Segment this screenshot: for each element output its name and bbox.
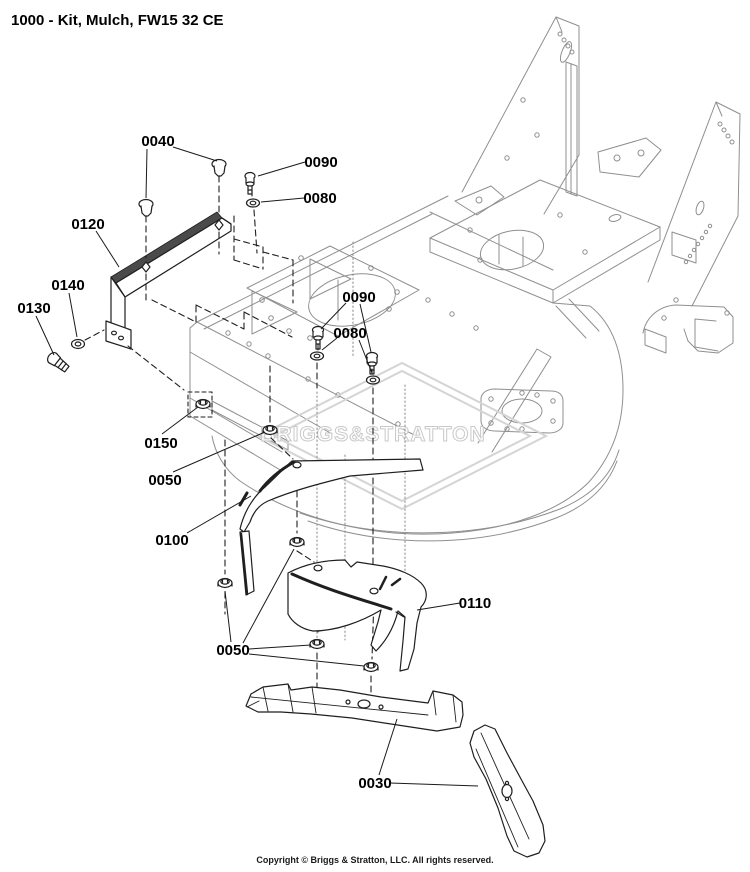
part-blade-0030-left	[245, 683, 464, 732]
part-screw-0090-mid-a	[311, 325, 325, 350]
frame-right-tower	[647, 101, 741, 321]
frame-left-tower	[461, 16, 580, 215]
spindle-plate-left	[246, 245, 420, 341]
callout-0150[interactable]: 0150	[144, 435, 177, 452]
watermark-text: BRIGGS&STRATTON	[260, 423, 485, 446]
callout-0050-lower[interactable]: 0050	[216, 642, 249, 659]
copyright-notice: Copyright © Briggs & Stratton, LLC. All …	[256, 855, 494, 865]
leader-lines	[35, 146, 479, 787]
watermark-logo-outline	[255, 361, 549, 511]
callout-0030[interactable]: 0030	[358, 775, 391, 792]
part-nut-0050-4	[309, 638, 325, 650]
part-washer-0080-mid-b	[365, 375, 381, 385]
rear-mount-bracket	[642, 304, 734, 354]
page-title: 1000 - Kit, Mulch, FW15 32 CE	[11, 12, 224, 29]
callout-0110[interactable]: 0110	[459, 595, 492, 612]
callout-0090-top[interactable]: 0090	[304, 154, 337, 171]
alignment-dotted-lines	[316, 241, 406, 641]
part-mulch-baffle-0100	[238, 458, 424, 596]
callout-0130[interactable]: 0130	[17, 300, 50, 317]
part-cover-bracket-0120	[105, 211, 232, 350]
chassis-frame-art	[189, 16, 741, 542]
callout-0080-mid[interactable]: 0080	[333, 325, 366, 342]
callout-0080-top[interactable]: 0080	[303, 190, 336, 207]
part-washer-0080-top	[245, 198, 261, 208]
part-screw-0040-a	[138, 198, 154, 217]
part-mulch-baffle-0110	[287, 559, 427, 672]
part-screw-0090-mid-b	[365, 351, 379, 375]
callout-0040[interactable]: 0040	[141, 133, 174, 150]
callout-0140[interactable]: 0140	[51, 277, 84, 294]
part-screw-0090-top	[244, 171, 256, 195]
deck-drum	[211, 302, 624, 542]
callout-0090-mid[interactable]: 0090	[342, 289, 375, 306]
callout-0120[interactable]: 0120	[71, 216, 104, 233]
part-nut-0050-3	[289, 536, 305, 548]
assembly-dashed-lines	[84, 175, 375, 701]
part-washer-0140	[70, 338, 86, 350]
callout-labels: 0040 0090 0080 0120 0140 0130 0090 0080 …	[17, 133, 491, 792]
callout-0100[interactable]: 0100	[155, 532, 188, 549]
callout-0050-upper[interactable]: 0050	[148, 472, 181, 489]
part-washer-0080-mid-a	[309, 351, 325, 361]
part-bolt-0130	[46, 351, 70, 373]
part-nut-0050-1	[262, 424, 278, 436]
frame-platform	[429, 137, 662, 304]
part-blade-0030-right	[469, 724, 546, 858]
part-screw-0040-b	[211, 158, 227, 177]
support-struts	[477, 298, 600, 453]
part-nut-0050-2	[217, 577, 233, 589]
watermark-logo: BRIGGS&STRATTON	[255, 361, 549, 511]
spindle-plate-right	[480, 388, 564, 434]
part-nut-0050-5	[363, 661, 379, 673]
part-nut-0150	[195, 398, 211, 410]
